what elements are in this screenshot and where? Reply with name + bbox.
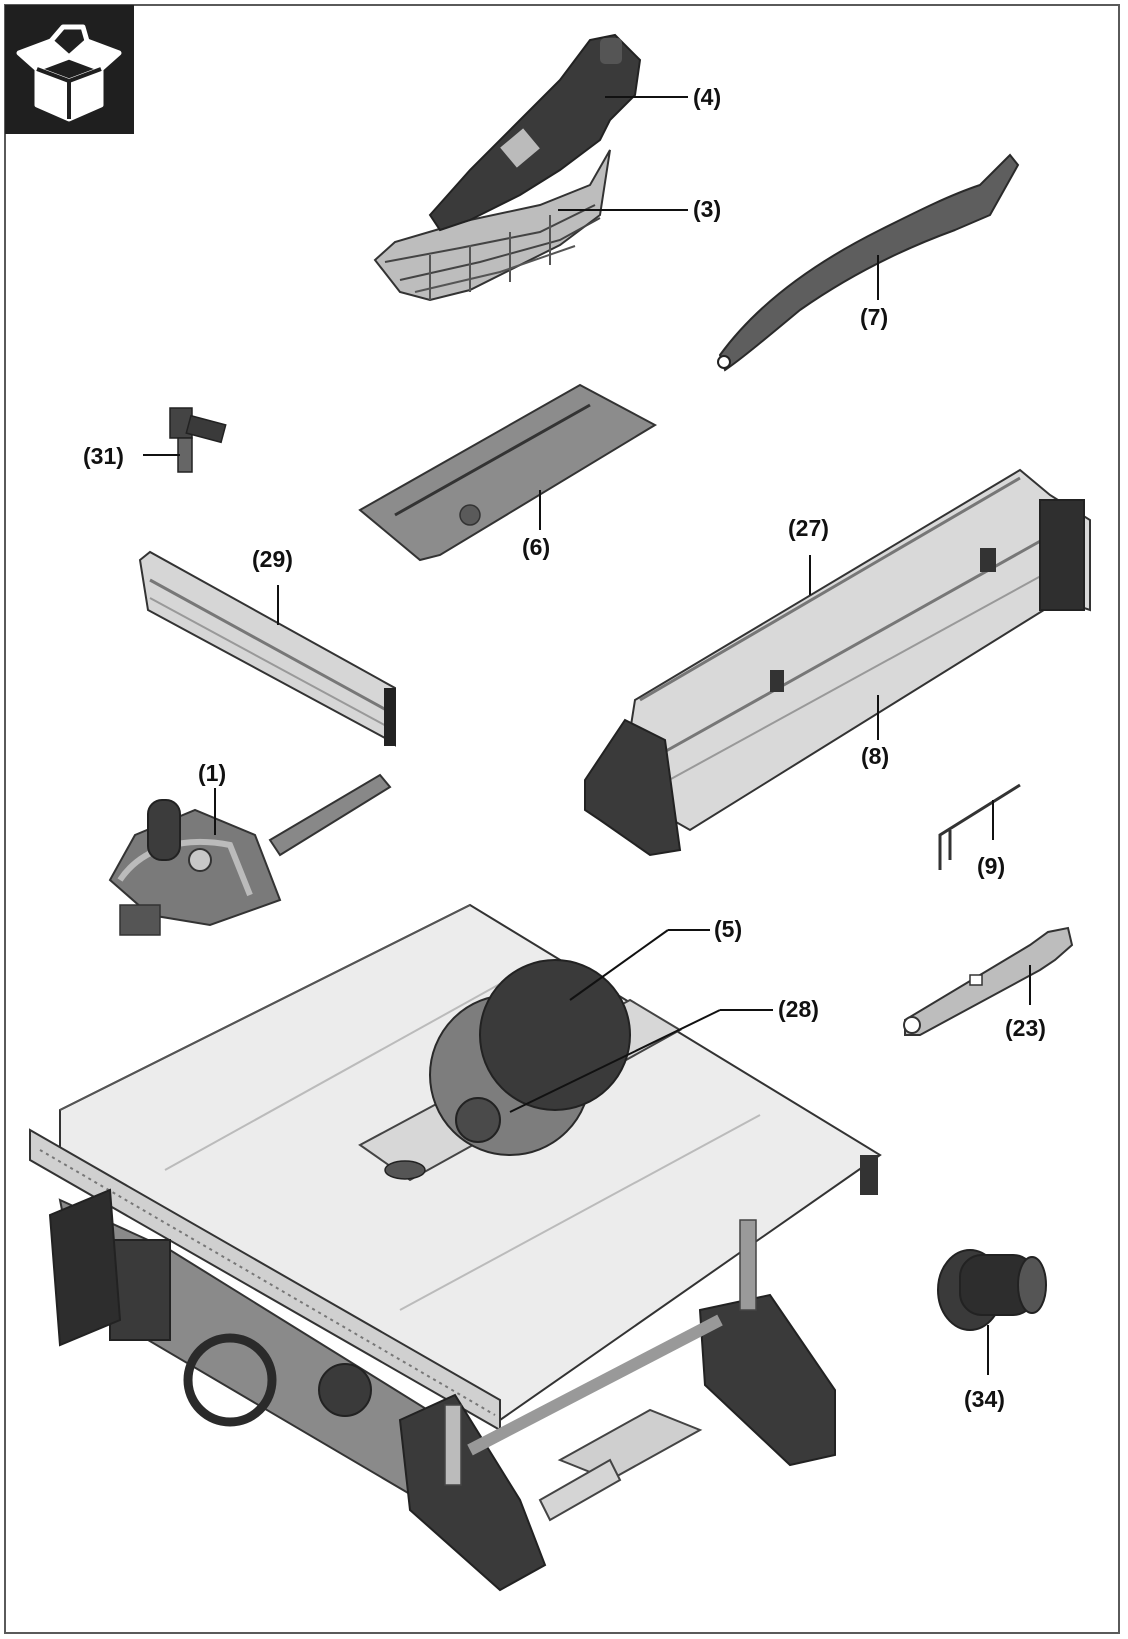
part-label-9: (9): [977, 853, 1006, 879]
part-label-34: (34): [964, 1386, 1005, 1412]
part-label-29: (29): [252, 546, 293, 572]
part-label-3: (3): [693, 196, 722, 222]
part-label-27: (27): [788, 515, 829, 541]
part-label-4: (4): [693, 84, 722, 110]
part-label-28: (28): [778, 996, 819, 1022]
table-saw-main: [29, 903, 882, 1592]
fence-clamp-part: [169, 407, 227, 473]
open-box-icon: [16, 24, 122, 122]
part-label-8: (8): [861, 743, 890, 769]
riving-knife-handle-part: [428, 33, 642, 232]
push-stick-part: [717, 153, 1020, 372]
part-label-5: (5): [714, 916, 743, 942]
parallel-fence-part: [138, 550, 396, 747]
table-insert-part: [358, 383, 658, 562]
part-label-31: (31): [83, 443, 124, 469]
part-label-6: (6): [522, 534, 551, 560]
wrench-part: [903, 926, 1074, 1036]
part-label-7: (7): [860, 304, 889, 330]
unpacking-badge: [5, 5, 134, 134]
part-label-1: (1): [198, 760, 227, 786]
part-label-23: (23): [1005, 1015, 1046, 1041]
mitre-gauge-part: [108, 773, 392, 936]
extension-rails-part: [584, 468, 1091, 857]
leader-lines: [143, 96, 1031, 1375]
dust-adapter-part: [937, 1249, 1047, 1331]
